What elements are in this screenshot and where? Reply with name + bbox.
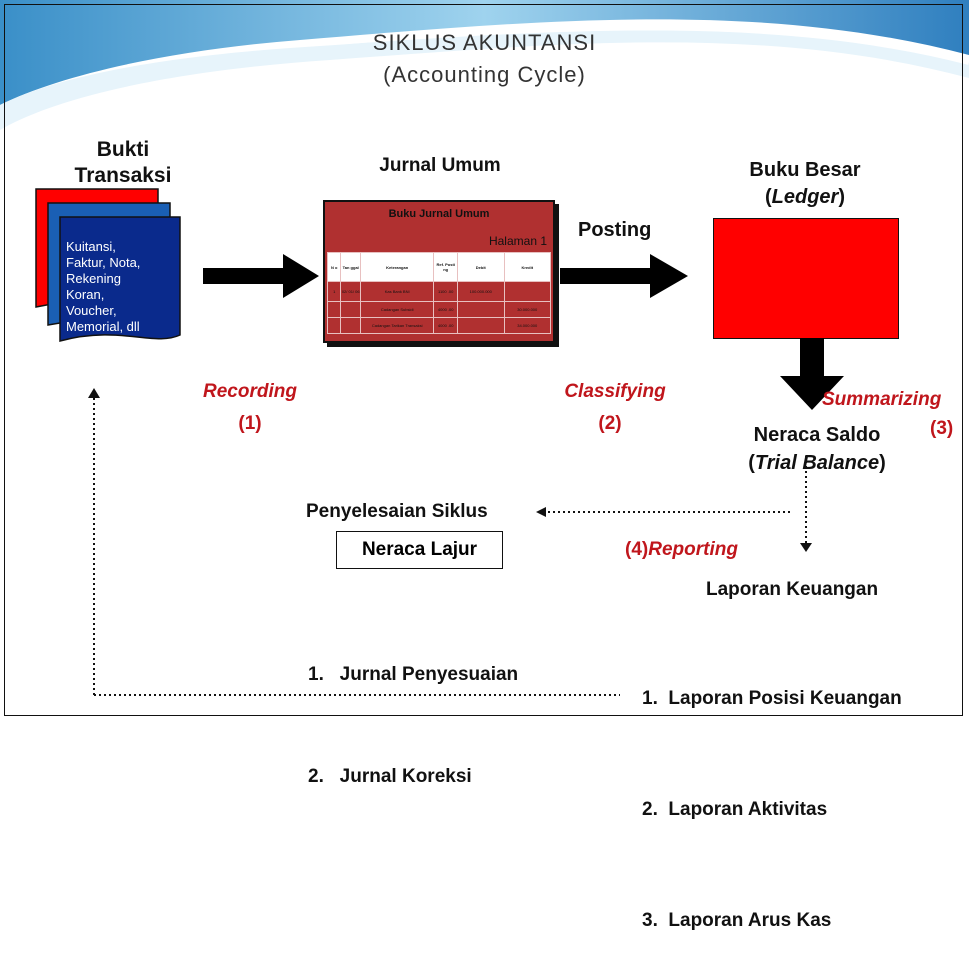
jurnal-col-header: Tan ggal (340, 252, 362, 282)
jurnal-page-label: Halaman 1 (488, 234, 547, 248)
bukti-item-list: Kuitansi, Faktur, Nota, Rekening Koran, … (66, 239, 178, 335)
ledger-heading: Buku Besar (Ledger) (700, 157, 910, 211)
neraca-lajur-box: Neraca Lajur (336, 531, 503, 569)
penyelesaian-list: 1. Jurnal Penyesuaian 2. Jurnal Koreksi (308, 590, 518, 828)
jurnal-col-header: Debit (457, 252, 505, 282)
step-reporting: (4)Reporting (625, 539, 738, 561)
title-line-2: (Accounting Cycle) (383, 62, 586, 87)
neraca-saldo-line1: Neraca Saldo (753, 424, 881, 446)
bukti-heading-line2: Transaksi (74, 164, 172, 187)
jurnal-heading: Jurnal Umum (379, 155, 501, 176)
laporan-heading: Laporan Keuangan (706, 579, 879, 600)
jurnal-cell: 4000 .00 (433, 317, 459, 334)
slide-frame (4, 4, 963, 716)
jurnal-row: Cadangan Subsidi 4000 .00 30.000.000 (326, 301, 551, 318)
jurnal-cell: Cadangan Tarikan Transaksi (360, 317, 435, 334)
neraca-saldo-italic: Trial Balance (754, 452, 880, 474)
bukti-item: Voucher, (66, 303, 117, 318)
laporan-item: 1. Laporan Posisi Keuangan (642, 688, 902, 709)
bukti-item: Memorial, dll (66, 319, 140, 334)
step-classifying-label: Classifying (564, 381, 666, 402)
neraca-saldo-line2: (Trial Balance) (712, 449, 922, 477)
jurnal-row: 1 02/ 01/ 06 Kas Bank BNI 1100 .00 100.0… (326, 281, 551, 302)
jurnal-col-header: Kredit (503, 252, 551, 282)
jurnal-book: Buku Jurnal Umum Halaman 1 N o Tan ggal … (323, 200, 555, 343)
neraca-saldo-paren-close: ) (879, 452, 886, 474)
ledger-italic: Ledger (771, 186, 839, 208)
flow-arrow-posting (560, 254, 688, 298)
jurnal-col-header: Keterangan (360, 252, 435, 282)
header-swoosh (0, 0, 969, 130)
penyelesaian-item: 2. Jurnal Koreksi (308, 766, 472, 787)
jurnal-book-title: Buku Jurnal Umum (388, 208, 490, 220)
bukti-item: Kuitansi, (66, 239, 116, 254)
neraca-saldo-paren-open: ( (748, 452, 755, 474)
jurnal-row: Cadangan Tarikan Transaksi 4000 .00 34.0… (326, 317, 551, 334)
ledger-heading-line1: Buku Besar (749, 159, 861, 181)
ledger-heading-line2: (Ledger) (700, 184, 910, 211)
laporan-item: 2. Laporan Aktivitas (642, 799, 828, 820)
penyelesaian-heading: Penyelesaian Siklus (306, 501, 488, 522)
neraca-saldo-heading: Neraca Saldo (Trial Balance) (712, 421, 922, 477)
dotted-connectors (88, 388, 812, 696)
step-reporting-label: Reporting (648, 539, 738, 560)
jurnal-cell: Kas Bank BNI (360, 281, 435, 302)
bukti-item: Koran, (66, 287, 105, 302)
step-recording-label: Recording (203, 381, 297, 402)
bukti-heading-line1: Bukti (96, 138, 150, 161)
jurnal-col-header: Ref. Posti ng (433, 252, 459, 282)
flow-arrow-recording (203, 254, 319, 298)
title-line-1: SIKLUS AKUNTANSI (372, 30, 597, 55)
jurnal-table-header: N o Tan ggal Keterangan Ref. Posti ng De… (326, 252, 551, 282)
jurnal-cell (326, 317, 342, 334)
document-stack-icon (35, 188, 181, 342)
step-classifying-number: (2) (598, 413, 622, 434)
penyelesaian-item: 1. Jurnal Penyesuaian (308, 664, 519, 685)
laporan-item: 3. Laporan Arus Kas (642, 910, 832, 931)
step-summarizing-label: Summarizing (822, 389, 942, 410)
ledger-paren-open: ( (764, 186, 772, 208)
ledger-paren-close: ) (838, 186, 846, 208)
bukti-item: Faktur, Nota, (66, 255, 141, 270)
step-summarizing-number: (3) (930, 418, 954, 439)
jurnal-cell (457, 317, 505, 334)
flow-arrow-summarizing (780, 338, 844, 410)
step-recording-number: (1) (238, 413, 262, 434)
laporan-list: 1. Laporan Posisi Keuangan 2. Laporan Ak… (642, 606, 902, 976)
jurnal-cell: 34.000.000 (503, 317, 551, 334)
jurnal-col-header: N o (326, 252, 342, 282)
bukti-heading: Bukti Transaksi (58, 137, 188, 189)
posting-label: Posting (578, 219, 652, 241)
bukti-item: Rekening (66, 271, 121, 286)
step-reporting-number: (4) (625, 539, 649, 560)
jurnal-table: N o Tan ggal Keterangan Ref. Posti ng De… (326, 252, 551, 334)
